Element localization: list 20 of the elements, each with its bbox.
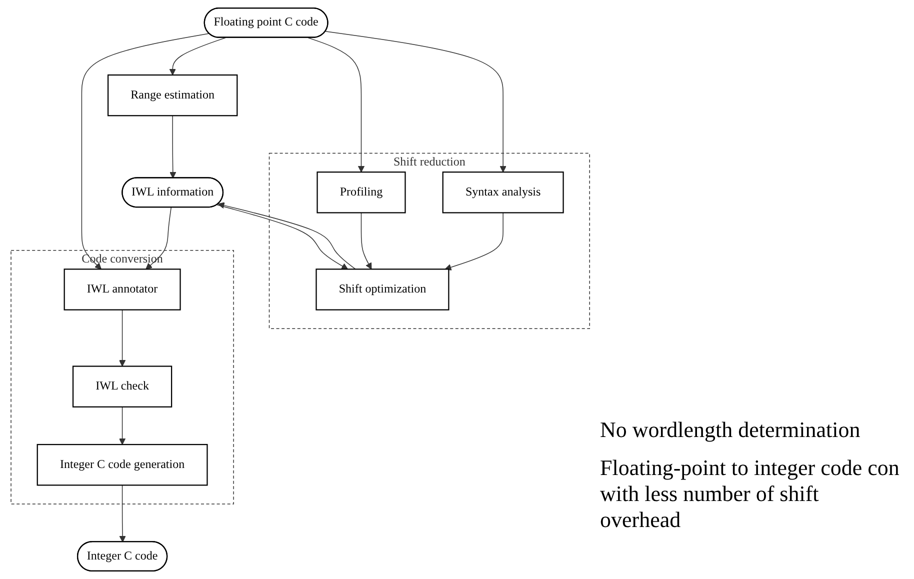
arrow (307, 37, 364, 172)
node-box: Shift optimization (315, 268, 449, 310)
arrow (360, 212, 372, 270)
node-box: IWL annotator (63, 268, 180, 310)
arrow (169, 115, 176, 178)
bullet-note: Floating-point to integer code con with less number of shift overhead (600, 455, 900, 533)
node-box: Integer C code generation (36, 444, 208, 486)
arrow (118, 484, 126, 542)
bullet-note: No wordlength determination (600, 417, 862, 443)
node-box: IWL check (72, 366, 172, 408)
node-box: Profiling (316, 172, 406, 214)
arrow (81, 33, 210, 270)
arrow (444, 212, 504, 270)
arrow (118, 406, 126, 445)
node-box: Range estimation (107, 74, 238, 116)
arrow (324, 31, 506, 172)
node-box: Syntax analysis (442, 172, 564, 214)
arrow (118, 309, 126, 367)
arrow (168, 37, 226, 76)
arrow (145, 207, 172, 270)
